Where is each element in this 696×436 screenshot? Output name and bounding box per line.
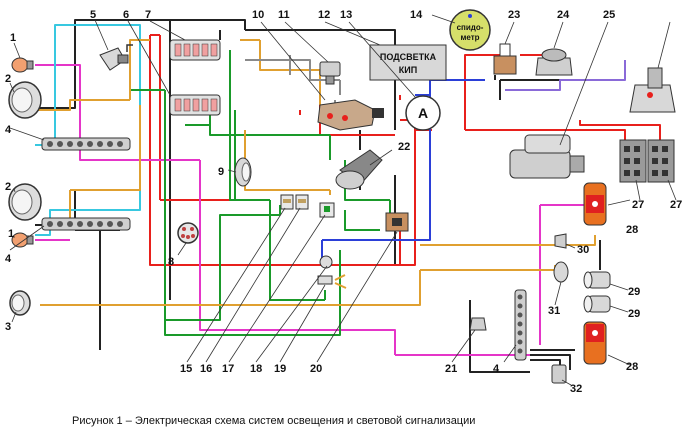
- callout-25: 25: [603, 9, 615, 21]
- callout-10: 10: [252, 9, 264, 21]
- ignition-switch: [335, 149, 383, 190]
- rear-lamp-bottom: [583, 321, 607, 365]
- battery-right: [647, 139, 675, 183]
- speedometer-line1: спидо-: [457, 23, 484, 32]
- fuse-block-7: [169, 39, 221, 61]
- callout-2a: 2: [5, 73, 11, 85]
- callout-11: 11: [278, 9, 290, 21]
- wire-pink: [35, 64, 590, 356]
- sender-32: [551, 364, 567, 384]
- fog-lamp: [9, 290, 31, 316]
- sender-24: [535, 48, 573, 76]
- callout-31: 31: [548, 305, 560, 317]
- callout-12: 12: [318, 9, 330, 21]
- callout-22: 22: [398, 141, 410, 153]
- headlight-top: [8, 81, 42, 119]
- switch-19: [317, 274, 347, 289]
- callout-29b: 29: [628, 308, 640, 320]
- leader-lines: [9, 14, 677, 386]
- fuse-pair: [280, 194, 309, 210]
- callout-4a: 4: [5, 124, 12, 136]
- callout-29a: 29: [628, 286, 640, 298]
- wire-grey: [245, 55, 341, 110]
- lamp-30: [554, 233, 567, 249]
- wire-purple: [505, 60, 626, 91]
- callout-28b: 28: [626, 361, 638, 373]
- figure-caption: Рисунок 1 – Электрическая схема систем о…: [72, 415, 475, 427]
- lamp-29-bottom: [583, 295, 611, 313]
- callout-4b: 4: [5, 253, 12, 265]
- relay-23: [493, 43, 517, 75]
- lamp-31: [553, 261, 569, 283]
- callout-24: 24: [557, 9, 570, 21]
- callout-32: 32: [570, 383, 582, 395]
- central-switch-10: [317, 99, 384, 131]
- callout-8: 8: [168, 256, 174, 268]
- instrument-light-line2: КИП: [399, 65, 417, 75]
- callout-1b: 1: [8, 228, 14, 240]
- fuse-block-6: [169, 94, 221, 116]
- starter-motor: [509, 134, 585, 179]
- instrument-light-line1: ПОДСВЕТКА: [380, 52, 437, 62]
- callout-9: 9: [218, 166, 224, 178]
- ammeter-label: A: [418, 105, 428, 121]
- wire-cyan: [35, 24, 141, 236]
- callout-4c: 4: [493, 363, 500, 375]
- battery-left: [619, 139, 647, 183]
- ammeter: A: [405, 95, 441, 131]
- relay-11: [319, 61, 341, 85]
- lamp-9: [234, 157, 252, 187]
- callout-14: 14: [410, 9, 423, 21]
- terminal-block-top: [41, 137, 131, 151]
- callout-27a: 27: [632, 199, 644, 211]
- callout-3: 3: [5, 321, 11, 333]
- callout-23: 23: [508, 9, 520, 21]
- trailer-socket: [177, 222, 199, 244]
- switch-18: [319, 255, 333, 269]
- terminal-block-bottom: [41, 217, 131, 231]
- speedometer-line2: метр: [460, 33, 479, 42]
- instrument-lighting-box: ПОДСВЕТКА КИП: [369, 44, 447, 81]
- callout-13: 13: [340, 9, 352, 21]
- callout-28a: 28: [626, 224, 638, 236]
- callout-19: 19: [274, 363, 286, 375]
- relay-20: [385, 212, 409, 232]
- callout-21: 21: [445, 363, 457, 375]
- callout-2b: 2: [5, 181, 11, 193]
- callout-labels: 1 2 4 2 1 4 3 5 6 7 8 9 10 11 12 13 14 1…: [5, 9, 682, 395]
- sender-21: [469, 317, 487, 331]
- rear-lamp-top: [583, 182, 607, 226]
- callout-5: 5: [90, 9, 96, 21]
- lamp-29-top: [583, 271, 611, 289]
- callout-1a: 1: [10, 32, 16, 44]
- relay-17: [319, 202, 335, 218]
- wire-green-2: [185, 110, 236, 200]
- headlight-bottom: [8, 183, 42, 221]
- callout-7: 7: [145, 9, 151, 21]
- callout-15: 15: [180, 363, 192, 375]
- callout-17: 17: [222, 363, 234, 375]
- callout-30: 30: [577, 244, 589, 256]
- side-lamp-bottom: [11, 232, 34, 248]
- callout-20: 20: [310, 363, 322, 375]
- distributor: [629, 67, 676, 113]
- terminal-block-rear: [514, 289, 527, 361]
- side-lamp-top: [11, 57, 34, 73]
- wires: [35, 19, 661, 375]
- light-switch-5: [99, 44, 133, 71]
- callout-6: 6: [123, 9, 129, 21]
- callout-18: 18: [250, 363, 262, 375]
- speedometer: спидо- метр: [449, 9, 491, 51]
- callout-27b: 27: [670, 199, 682, 211]
- callout-16: 16: [200, 363, 212, 375]
